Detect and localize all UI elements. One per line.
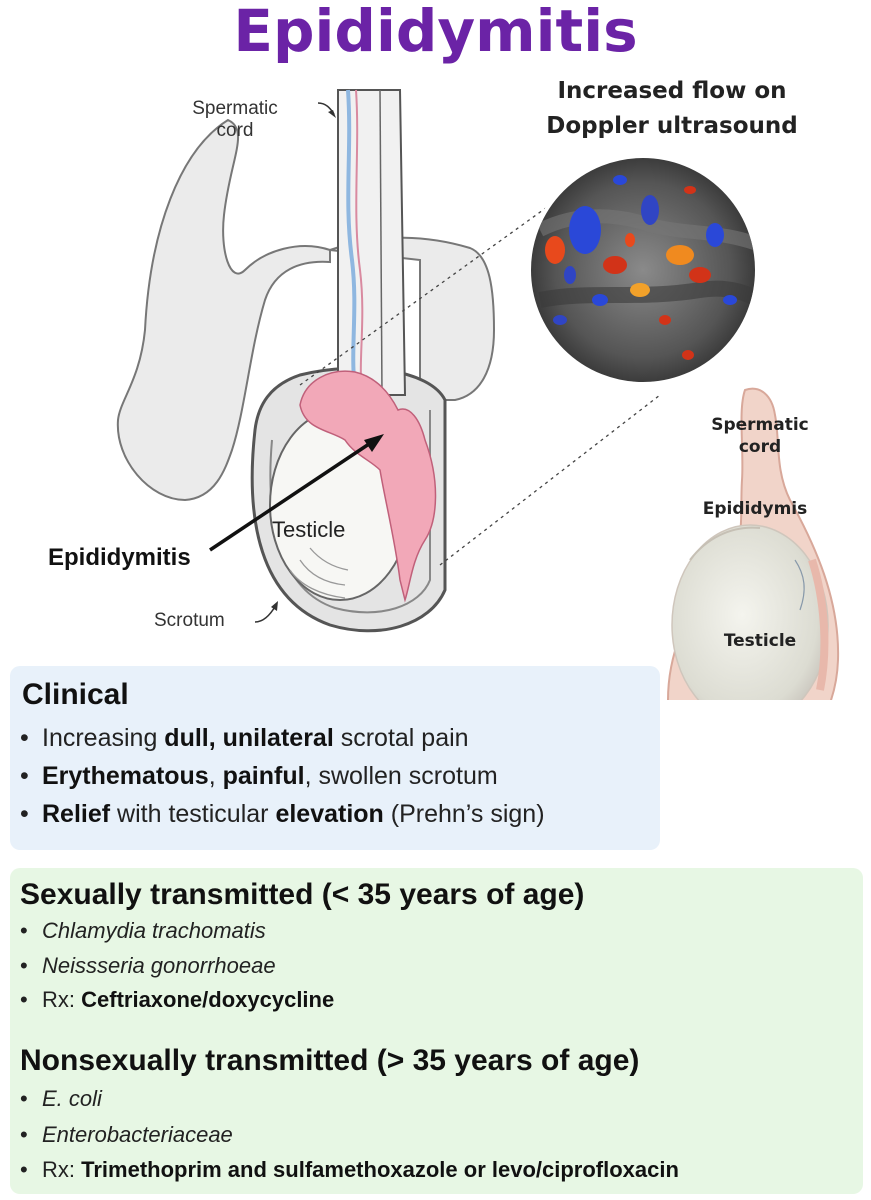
photo-testicle-label: Testicle — [723, 631, 797, 651]
doppler-caption-line2: Doppler ultrasound — [546, 113, 798, 139]
doppler-caption-line1: Increased flow on — [557, 78, 787, 104]
clinical-bullet-3: •Relief with testicular elevation (Prehn… — [20, 800, 545, 828]
clinical-box: Clinical •Increasing dull, unilateral sc… — [10, 666, 660, 850]
photo-spermatic-cord-label: Spermatic cord — [711, 415, 809, 457]
clinical-bullet-2: •Erythematous, painful, swollen scrotum — [20, 762, 498, 790]
page-title: Epididymitis — [233, 0, 638, 65]
photo-epididymis-label: Epididymis — [702, 499, 808, 519]
nonsexual-item-1: •E. coli — [20, 1086, 102, 1111]
sexual-rx: •Rx: Ceftriaxone/doxycycline — [20, 987, 335, 1012]
diagram-testicle-label: Testicle — [272, 517, 346, 542]
diagram-scrotum-label: Scrotum — [154, 610, 225, 631]
diagram-epididymitis-label: Epididymitis — [48, 544, 191, 571]
sexual-heading: Sexually transmitted (< 35 years of age) — [20, 878, 585, 911]
body-outline — [116, 118, 331, 502]
sexual-item-2: •Neissseria gonorrhoeae — [20, 953, 276, 978]
nonsexual-rx: •Rx: Trimethoprim and sulfamethoxazole o… — [20, 1157, 679, 1182]
testis-photo — [666, 387, 840, 700]
nonsexual-item-2: •Enterobacteriaceae — [20, 1122, 233, 1147]
doppler-ultrasound-image — [527, 154, 759, 386]
sexual-item-1: •Chlamydia trachomatis — [20, 918, 266, 943]
clinical-heading: Clinical — [22, 678, 129, 711]
doppler-caption: Increased flow on Doppler ultrasound — [522, 74, 822, 144]
clinical-bullet-1: •Increasing dull, unilateral scrotal pai… — [20, 724, 469, 752]
anatomy-diagram — [116, 89, 840, 700]
etiology-box: Sexually transmitted (< 35 years of age)… — [10, 868, 863, 1194]
nonsexual-heading: Nonsexually transmitted (> 35 years of a… — [20, 1044, 640, 1077]
diagram-spermatic-cord-label: Spermatic cord — [192, 98, 278, 141]
